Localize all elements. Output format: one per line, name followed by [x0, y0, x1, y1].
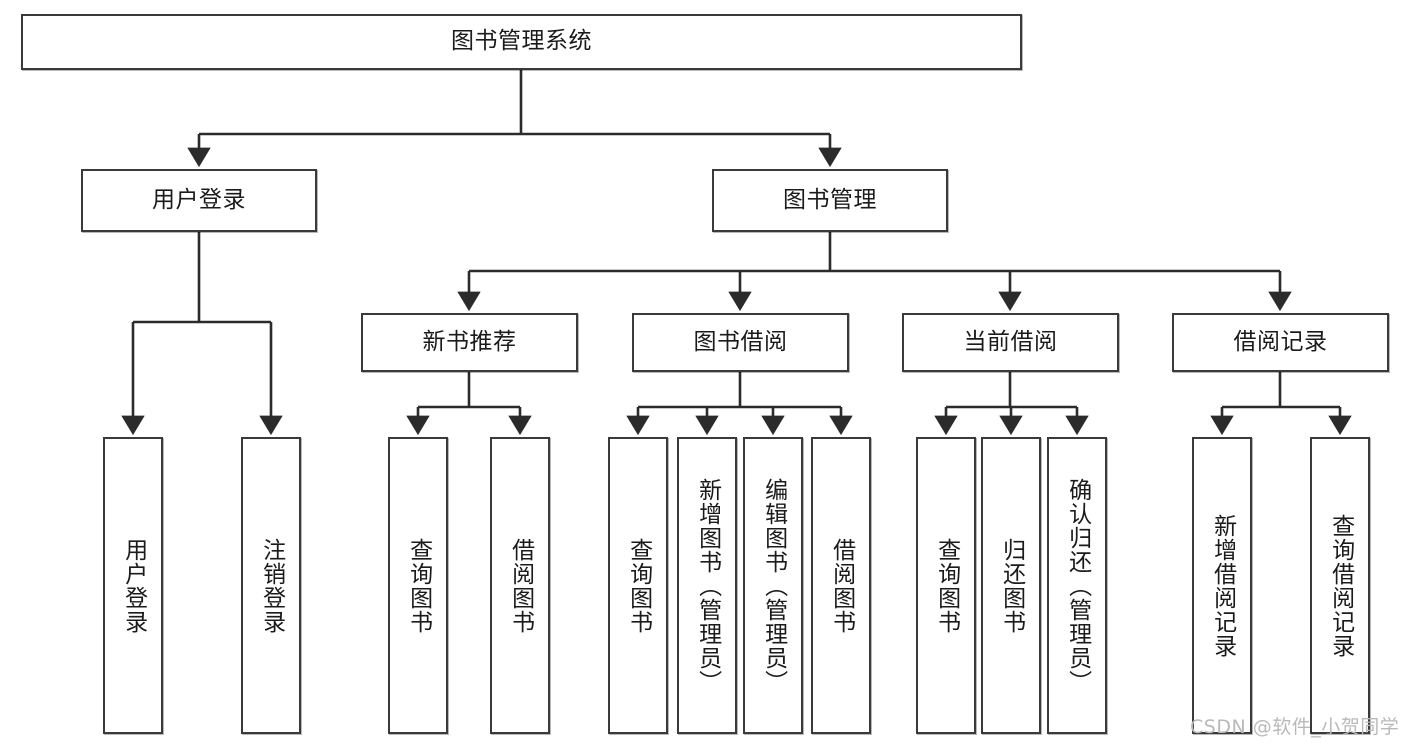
node-book-borrow[interactable]: 图书借阅	[632, 313, 849, 372]
node-leaf-add-borrow-record[interactable]: 新增借阅记录	[1192, 437, 1252, 734]
node-label: 借阅图书	[828, 537, 855, 634]
node-label: 借阅图书	[507, 537, 534, 634]
node-label: 编辑图书（管理员）	[760, 477, 787, 694]
node-label: 图书管理	[783, 186, 877, 213]
node-leaf-add-book-admin[interactable]: 新增图书（管理员）	[677, 437, 737, 734]
node-label: 查询图书	[405, 537, 432, 634]
node-label: 用户登录	[120, 537, 147, 634]
node-label: 图书管理系统	[451, 28, 592, 55]
node-label: 当前借阅	[963, 328, 1058, 355]
node-leaf-query-book-recommend[interactable]: 查询图书	[388, 437, 448, 734]
node-label: 确认归还（管理员）	[1064, 477, 1091, 694]
node-leaf-logout[interactable]: 注销登录	[241, 437, 301, 734]
node-current-borrow[interactable]: 当前借阅	[902, 313, 1119, 372]
node-leaf-query-book-borrow[interactable]: 查询图书	[608, 437, 668, 734]
node-root-system[interactable]: 图书管理系统	[21, 14, 1022, 70]
node-label: 归还图书	[998, 537, 1025, 634]
node-leaf-query-book-current[interactable]: 查询图书	[916, 437, 976, 734]
node-leaf-edit-book-admin[interactable]: 编辑图书（管理员）	[743, 437, 803, 734]
node-leaf-confirm-return-admin[interactable]: 确认归还（管理员）	[1047, 437, 1107, 734]
watermark-text: CSDN @软件_小贺同学	[1190, 716, 1400, 738]
node-leaf-user-login[interactable]: 用户登录	[103, 437, 163, 734]
node-label: 新书推荐	[422, 328, 517, 355]
node-user-login[interactable]: 用户登录	[81, 169, 317, 232]
node-label: 新增借阅记录	[1209, 513, 1236, 658]
node-label: 查询图书	[625, 537, 652, 634]
node-leaf-return-book[interactable]: 归还图书	[981, 437, 1041, 734]
node-new-book-recommend[interactable]: 新书推荐	[361, 313, 578, 372]
node-leaf-borrow-book[interactable]: 借阅图书	[811, 437, 871, 734]
node-label: 借阅记录	[1233, 328, 1328, 355]
node-label: 新增图书（管理员）	[694, 477, 721, 694]
node-label: 用户登录	[152, 186, 246, 213]
node-book-management[interactable]: 图书管理	[712, 169, 948, 232]
node-label: 注销登录	[258, 537, 285, 634]
node-leaf-query-borrow-record[interactable]: 查询借阅记录	[1310, 437, 1370, 734]
node-leaf-borrow-book-recommend[interactable]: 借阅图书	[490, 437, 550, 734]
node-label: 图书借阅	[693, 328, 788, 355]
node-label: 查询借阅记录	[1327, 513, 1354, 658]
node-borrow-record[interactable]: 借阅记录	[1172, 313, 1389, 372]
node-label: 查询图书	[933, 537, 960, 634]
